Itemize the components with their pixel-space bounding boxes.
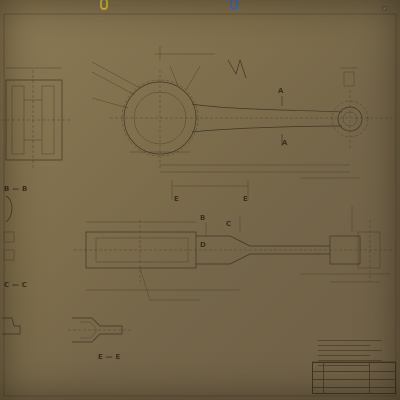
big-end-section-view [2, 67, 70, 170]
section-ee-view [68, 317, 132, 343]
yellow-clip-icon [100, 0, 108, 10]
note-line [318, 362, 370, 366]
view-cc-label: C — C [4, 281, 28, 289]
note-line [318, 347, 382, 351]
note-line [318, 357, 382, 361]
blue-clip-icon [230, 0, 238, 10]
view-bb-label: B — B [4, 185, 28, 193]
section-d-label: D [200, 241, 207, 249]
section-c-label: C [226, 220, 232, 228]
section-a-bottom-label: A [282, 139, 288, 147]
note-line [318, 352, 370, 356]
drawing-notes [318, 336, 384, 367]
conrod-side-view [74, 206, 392, 301]
section-views-left [2, 195, 21, 335]
section-e-right-label: E [243, 195, 248, 203]
note-line [318, 342, 370, 346]
section-b-label: B [200, 214, 206, 222]
conrod-front-view [91, 46, 392, 200]
small-section-views [300, 67, 360, 179]
section-a-top-label: A [278, 87, 284, 95]
note-line [318, 337, 382, 341]
section-e-left-label: E [174, 195, 179, 203]
thumbtack-icon [382, 6, 387, 11]
title-block [312, 362, 396, 394]
view-ee-label: E — E [98, 353, 121, 361]
